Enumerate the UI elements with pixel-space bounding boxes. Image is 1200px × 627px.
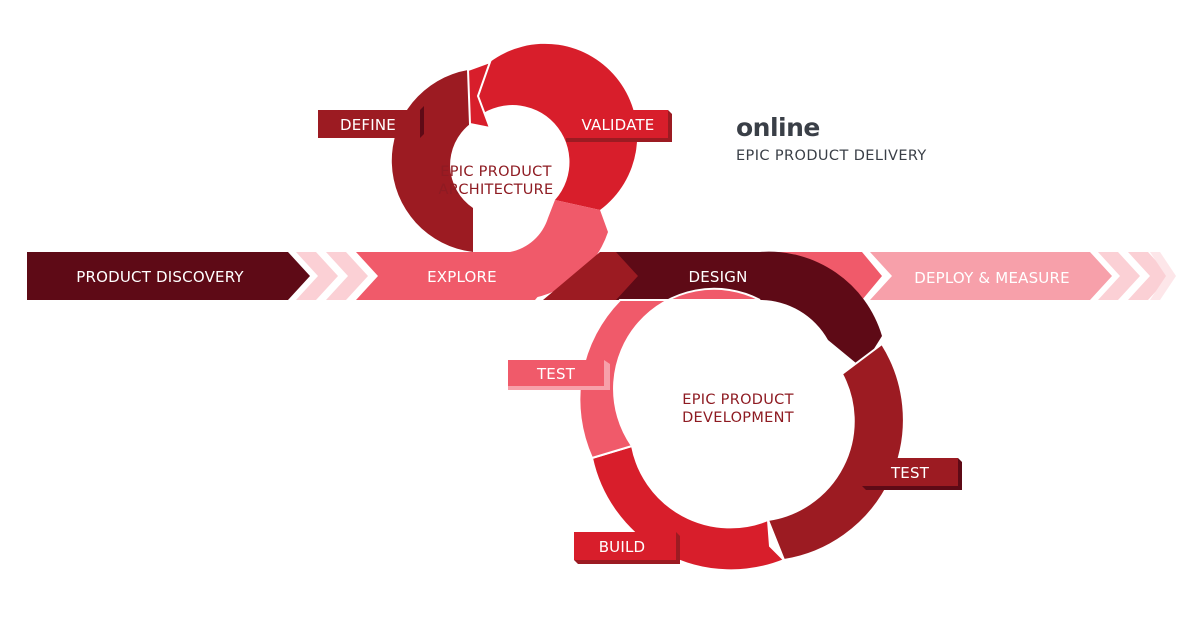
- development-design-arm: [760, 251, 882, 368]
- test-left-label: TEST: [536, 365, 576, 383]
- test-left-tag-shadow: [508, 360, 610, 390]
- architecture-top-arrow: [466, 60, 492, 130]
- validate-tag[interactable]: [566, 110, 668, 138]
- build-tag[interactable]: [574, 532, 676, 560]
- explore-arrow[interactable]: [356, 252, 555, 300]
- architecture-validate-segment: [470, 43, 638, 211]
- discovery-chevron-2: [326, 252, 368, 300]
- architecture-define-segment: [391, 70, 473, 252]
- test-left-tag[interactable]: [508, 360, 604, 386]
- build-label: BUILD: [599, 538, 646, 556]
- deploy-chevron-1: [1098, 252, 1140, 300]
- brand-logo: online EPIC PRODUCT DELIVERY: [736, 113, 927, 165]
- validate-label: VALIDATE: [582, 116, 655, 134]
- development-center-line1: EPIC PRODUCT: [682, 392, 794, 408]
- build-tag-shadow: [574, 532, 680, 564]
- architecture-center-line2: ARCHITECTURE: [438, 182, 553, 198]
- logo-tagline: EPIC PRODUCT DELIVERY: [736, 148, 927, 164]
- deploy-measure-arrow[interactable]: [870, 252, 1112, 300]
- development-center-line2: DEVELOPMENT: [682, 410, 794, 426]
- bridge-dark-arrow: [543, 252, 640, 300]
- explore-label: EXPLORE: [427, 268, 497, 286]
- define-tag[interactable]: [318, 110, 420, 138]
- development-test-right-segment: [766, 342, 905, 562]
- tag-labels: DEFINE VALIDATE TEST TEST BUILD: [318, 106, 962, 564]
- test-right-tag-shadow: [862, 458, 962, 490]
- main-flow: PRODUCT DISCOVERY EXPLORE DESIGN DEPLOY …: [27, 252, 1176, 300]
- define-label: DEFINE: [340, 116, 396, 134]
- design-arrow[interactable]: [616, 252, 780, 300]
- test-right-tag[interactable]: [862, 458, 958, 486]
- validate-tag-shadow: [566, 110, 672, 142]
- deploy-measure-label: DEPLOY & MEASURE: [914, 269, 1070, 287]
- test-right-label: TEST: [890, 464, 930, 482]
- design-label: DESIGN: [688, 268, 747, 286]
- deploy-chevron-2: [1128, 252, 1170, 300]
- logo-wordmark: online: [736, 113, 820, 142]
- product-discovery-arrow[interactable]: [27, 252, 310, 300]
- product-discovery-label: PRODUCT DISCOVERY: [76, 268, 244, 286]
- deploy-chevron-3: [1150, 252, 1176, 300]
- architecture-center-line1: EPIC PRODUCT: [440, 164, 552, 180]
- development-center-hole: [638, 314, 834, 510]
- development-cycle: EPIC PRODUCT DEVELOPMENT: [578, 251, 905, 572]
- discovery-chevron-1: [296, 252, 338, 300]
